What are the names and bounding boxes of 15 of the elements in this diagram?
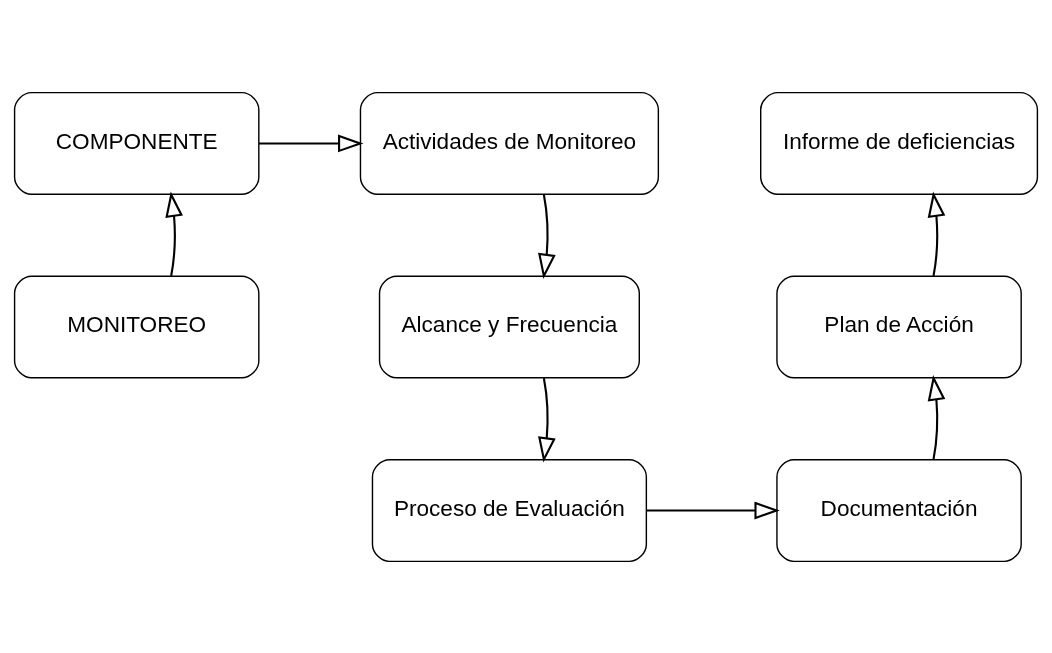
node-box: Plan de Acción: [776, 274, 1022, 379]
node-box: Alcance y Frecuencia: [378, 274, 640, 379]
node-box: Informe de deficiencias: [760, 91, 1039, 195]
arrow: [927, 191, 946, 276]
node-box: Proceso de Evaluación: [371, 458, 648, 562]
arrow: [538, 377, 556, 463]
node-box: Documentación: [776, 458, 1022, 562]
arrow: [538, 194, 556, 279]
arrow: [927, 374, 946, 460]
node-box: Actividades de Monitoreo: [359, 91, 660, 195]
arrow: [165, 191, 183, 276]
node-box: COMPONENTE: [13, 91, 260, 195]
arrow: [646, 501, 780, 519]
arrow: [259, 134, 364, 152]
node-box: MONITOREO: [13, 274, 260, 379]
